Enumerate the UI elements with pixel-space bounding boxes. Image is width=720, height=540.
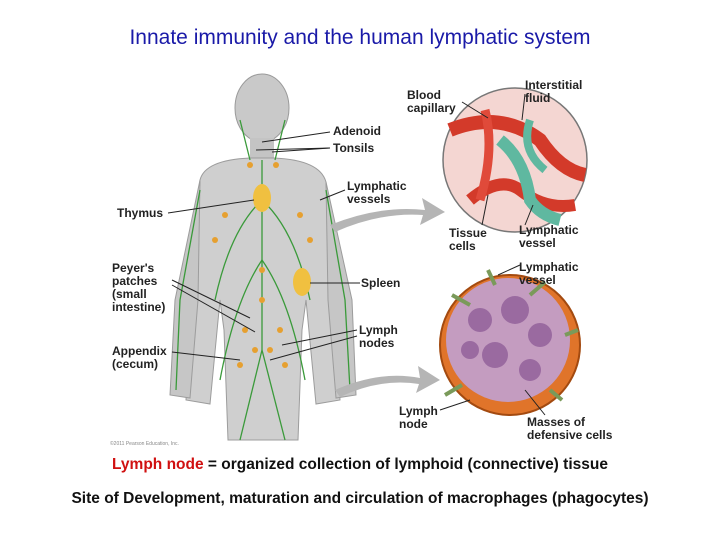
label-thymus: Thymus: [117, 206, 164, 220]
human-body-figure: [169, 73, 357, 441]
label-appendix: Appendix(cecum): [112, 344, 167, 371]
caption-site: Site of Development, maturation and circ…: [71, 490, 649, 507]
lymph-node-inset: [439, 269, 581, 416]
label-spleen: Spleen: [361, 276, 401, 290]
leader-lines: [167, 93, 546, 416]
caption-lymph-node: Lymph node = organized collection of lym…: [0, 456, 720, 474]
caption-term: Lymph node: [112, 456, 204, 473]
thymus-organ: [253, 184, 271, 212]
spleen-organ: [293, 268, 311, 296]
label-tonsils: Tonsils: [333, 141, 375, 155]
label-adenoid: Adenoid: [333, 124, 381, 138]
copyright-text: ©2011 Pearson Education, Inc.: [110, 441, 179, 447]
arrow-to-lymph-node: [335, 366, 440, 397]
page-title: Innate immunity and the human lymphatic …: [129, 26, 591, 49]
arrow-to-capillary: [330, 198, 445, 232]
caption-definition: = organized collection of lymphoid (conn…: [203, 456, 608, 473]
capillary-inset: [442, 87, 588, 233]
